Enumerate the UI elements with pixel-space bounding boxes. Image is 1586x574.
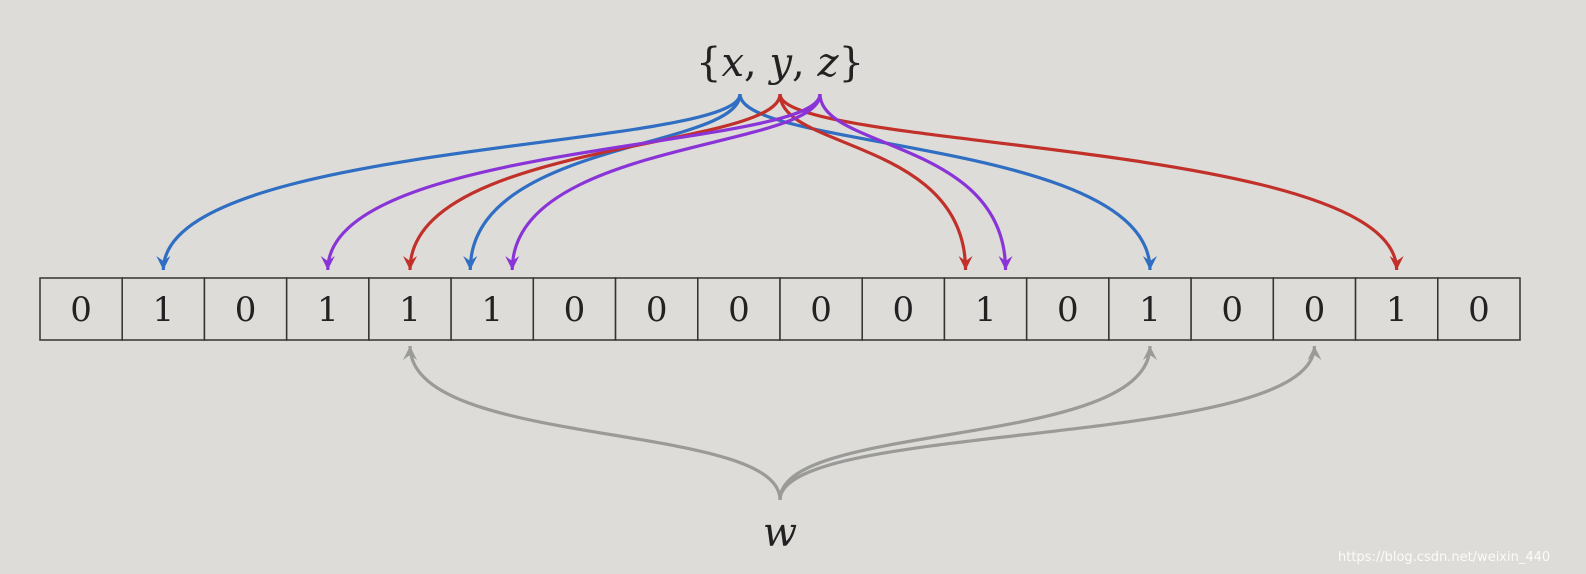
bit-cell [614,277,699,341]
bit-value: 0 [810,290,832,330]
bit-value: 0 [1057,290,1079,330]
bit-value: 0 [646,290,668,330]
bit-value: 1 [975,290,997,330]
element-set-label: {x, y, z} [696,40,864,86]
bit-value: 0 [728,290,750,330]
arrowhead [1389,256,1404,270]
bit-value: 0 [893,290,915,330]
query-label: w [763,510,797,556]
bit-value: 1 [399,290,421,330]
arrowhead [1143,256,1157,270]
bit-cell [861,277,946,341]
bit-cell [39,277,123,341]
bit-cell [779,277,863,341]
bit-value: 0 [1221,290,1243,330]
arrowhead [403,346,417,360]
bit-cell [1272,277,1357,341]
bit-value: 1 [153,290,175,330]
bit-cell [1437,277,1521,341]
bit-array: 0 1 0 1 1 1 0 0 0 0 0 1 0 1 0 0 1 0 [39,277,1521,341]
hash-arrow-w [778,345,1317,501]
bit-cell [203,277,288,341]
hash-arrow-x [468,93,742,271]
bit-cell [1025,277,1110,341]
arrowhead [156,256,171,270]
bit-cell [943,277,1028,341]
bit-cell [697,277,781,341]
set-char: { [696,40,721,86]
bit-value: 0 [564,290,586,330]
bit-value: 1 [1386,290,1408,330]
hash-arrow-y [778,93,1399,271]
hash-arrow-x [161,93,742,271]
arrowhead [320,256,335,270]
hash-arrow-z [818,93,1008,271]
hash-arrow-w [408,345,782,501]
arrowhead [998,256,1013,270]
set-char: , [792,40,805,86]
hash-arrow-w [778,345,1152,501]
bit-value: 0 [235,290,257,330]
hash-arrow-z [326,93,822,271]
set-char [757,40,770,86]
watermark: https://blog.csdn.net/weixin_440 [1338,550,1551,565]
arrowhead [403,256,417,270]
bit-cell [1108,277,1192,341]
hash-arrow-z [510,93,822,271]
bit-value: 1 [481,290,503,330]
arrowhead [1143,346,1157,360]
set-char [805,40,818,86]
bit-cell [450,277,535,341]
bit-value: 0 [70,290,92,330]
bit-value: 1 [1139,290,1161,330]
bit-cell [285,277,370,341]
arrowhead [463,256,478,270]
arrowhead [1307,346,1322,360]
set-char: } [839,40,864,86]
set-char: z [816,40,839,86]
set-char: y [767,40,793,86]
arrowhead [958,256,973,270]
set-char: , [744,40,757,86]
hash-arrow-y [778,93,968,271]
bit-cell [532,277,617,341]
bit-value: 0 [1468,290,1490,330]
bit-cell [121,277,206,341]
bit-cell [1354,277,1439,341]
set-char: x [721,40,744,86]
bit-value: 1 [317,290,339,330]
bit-value: 0 [1304,290,1326,330]
hash-arrow-x [738,93,1152,271]
arrowhead [505,256,520,270]
bit-cell [1190,277,1275,341]
hash-arrow-y [408,93,782,271]
hash-arrows [156,93,1404,501]
